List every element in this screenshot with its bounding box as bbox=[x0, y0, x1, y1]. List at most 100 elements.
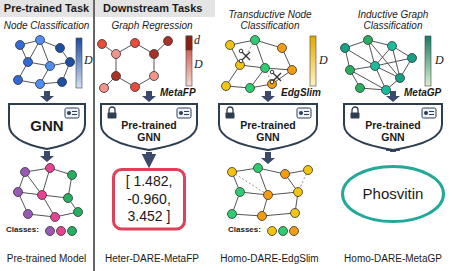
flow-arrow bbox=[40, 91, 54, 102]
node-label: [ 1.482, -0.960, 3.452 ] bbox=[118, 173, 180, 226]
graph-node bbox=[74, 208, 83, 217]
flow-connector bbox=[146, 152, 152, 154]
task-subheading: Transductive Node Classification bbox=[220, 9, 320, 31]
dimension-symbol: d bbox=[194, 34, 200, 47]
graph-node bbox=[281, 170, 290, 179]
graph-node bbox=[382, 86, 391, 95]
model-shield: Pre-trained GNN bbox=[100, 103, 198, 151]
output-box: [ 1.482, -0.960, 3.452 ] bbox=[112, 168, 186, 231]
graph-node bbox=[364, 36, 373, 45]
model-name: Homo-DARE-MetaGP bbox=[337, 253, 449, 264]
id-card-icon bbox=[65, 108, 79, 118]
model-shield: Pre-trained GNN bbox=[218, 103, 318, 151]
node-label: GNN bbox=[30, 117, 63, 134]
dimension-symbol: D bbox=[435, 54, 444, 67]
graph-node bbox=[356, 84, 365, 93]
graph-illustration bbox=[222, 36, 297, 93]
id-card-icon bbox=[422, 108, 436, 118]
graph-node bbox=[251, 36, 260, 45]
graph-node bbox=[46, 62, 55, 71]
graph-node bbox=[24, 58, 33, 67]
flow-connector bbox=[390, 151, 396, 152]
feature-bar bbox=[76, 38, 82, 88]
graph-edge bbox=[368, 40, 400, 78]
graph-illustration bbox=[14, 36, 75, 89]
class-dot bbox=[268, 227, 277, 236]
method-name: EdgSlim bbox=[281, 87, 321, 98]
graph-node bbox=[16, 41, 25, 50]
flow-arrow bbox=[386, 91, 400, 102]
graph-node bbox=[228, 210, 237, 219]
graph-node bbox=[268, 80, 277, 89]
flow-arrow bbox=[40, 151, 54, 162]
graph-node bbox=[38, 191, 47, 200]
graph-node bbox=[24, 210, 33, 219]
graph-illustration bbox=[98, 37, 173, 93]
graph-node bbox=[408, 54, 417, 63]
model-shield: Pre-trained GNN bbox=[343, 103, 443, 151]
graph-node bbox=[36, 80, 45, 89]
graph-node bbox=[222, 82, 231, 91]
dimension-symbol: D bbox=[84, 54, 93, 67]
graph-node bbox=[100, 84, 109, 93]
id-card-icon bbox=[297, 108, 311, 118]
graph-node bbox=[112, 50, 121, 59]
graph-node bbox=[68, 171, 77, 180]
node-label: Pre-trained GNN bbox=[231, 119, 305, 143]
feature-bar bbox=[186, 36, 192, 86]
graph-node bbox=[164, 37, 173, 46]
graph-node bbox=[131, 39, 140, 48]
node-label: Phosvitin bbox=[363, 185, 424, 202]
lock-icon bbox=[226, 107, 235, 119]
graph-illustration bbox=[341, 36, 417, 95]
graph-node bbox=[258, 212, 267, 221]
graph-edge bbox=[262, 213, 295, 216]
graph-node bbox=[112, 72, 121, 81]
graph-node bbox=[261, 64, 270, 73]
id-card-icon bbox=[177, 108, 191, 118]
graph-node bbox=[150, 50, 159, 59]
model-shield: GNN bbox=[8, 103, 86, 150]
dimension-symbol: D bbox=[194, 58, 203, 71]
classes-label: Classes: bbox=[6, 226, 39, 235]
graph-node bbox=[304, 166, 313, 175]
graph-edge bbox=[345, 48, 375, 66]
graph-illustration bbox=[228, 164, 313, 221]
graph-node bbox=[291, 209, 300, 218]
graph-node bbox=[98, 40, 107, 49]
lock-icon bbox=[108, 107, 117, 119]
header-band bbox=[0, 0, 93, 17]
graph-node bbox=[46, 164, 55, 173]
graph-node bbox=[371, 62, 380, 71]
graph-edge bbox=[375, 58, 412, 66]
node-label: Pre-trained GNN bbox=[112, 119, 186, 143]
graph-node bbox=[396, 74, 405, 83]
graph-node bbox=[254, 164, 263, 173]
model-name: Pre-trained Model bbox=[0, 253, 93, 264]
graph-node bbox=[294, 188, 303, 197]
scissors-icon bbox=[270, 70, 281, 84]
method-name: MetaGP bbox=[404, 87, 441, 98]
graph-node bbox=[264, 191, 273, 200]
task-subheading: Inductive Graph Classification bbox=[337, 9, 449, 31]
graph-node bbox=[226, 41, 235, 50]
class-dot bbox=[279, 227, 288, 236]
graph-node bbox=[228, 168, 237, 177]
model-name: Heter-DARE-MetaFP bbox=[97, 253, 207, 264]
dimension-symbol: D bbox=[319, 54, 328, 67]
feature-bar bbox=[425, 36, 431, 86]
graph-node bbox=[246, 84, 255, 93]
graph-node bbox=[36, 36, 45, 45]
graph-node bbox=[278, 44, 287, 53]
graph-node bbox=[346, 66, 355, 75]
graph-node bbox=[150, 72, 159, 81]
feature-bar bbox=[310, 36, 316, 86]
class-dot bbox=[290, 227, 299, 236]
graph-node bbox=[288, 66, 297, 75]
graph-node bbox=[21, 168, 30, 177]
graph-node bbox=[14, 76, 23, 85]
flow-arrow bbox=[261, 91, 275, 102]
